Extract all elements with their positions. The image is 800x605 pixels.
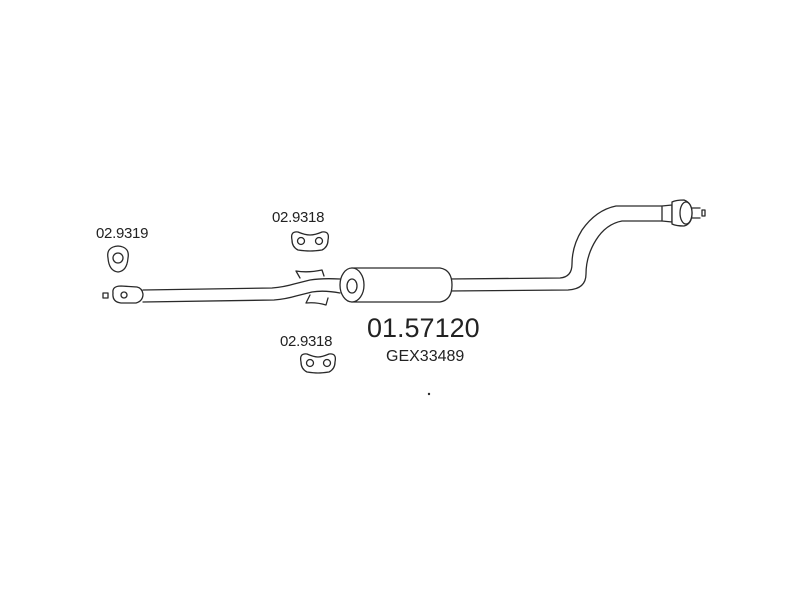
gasket-part-label: 02.9319 [96, 225, 148, 242]
tail-marker [701, 209, 706, 217]
rubber-hanger-icon [299, 353, 337, 374]
flange-gasket-icon [107, 245, 129, 273]
middle-silencer-icon [339, 267, 453, 303]
hanger-bottom-part-label: 02.9318 [280, 333, 332, 350]
rubber-hanger-icon [290, 231, 330, 252]
exhaust-pipe-icon [102, 199, 706, 306]
inlet-flange [112, 285, 144, 304]
hanger-top-part-label: 02.9318 [272, 209, 324, 226]
square-marker [102, 292, 109, 299]
flange-hole [120, 291, 128, 299]
stray-dot [427, 392, 431, 396]
oe-reference-number: GEX33489 [386, 348, 464, 365]
main-part-number: 01.57120 [367, 313, 480, 343]
